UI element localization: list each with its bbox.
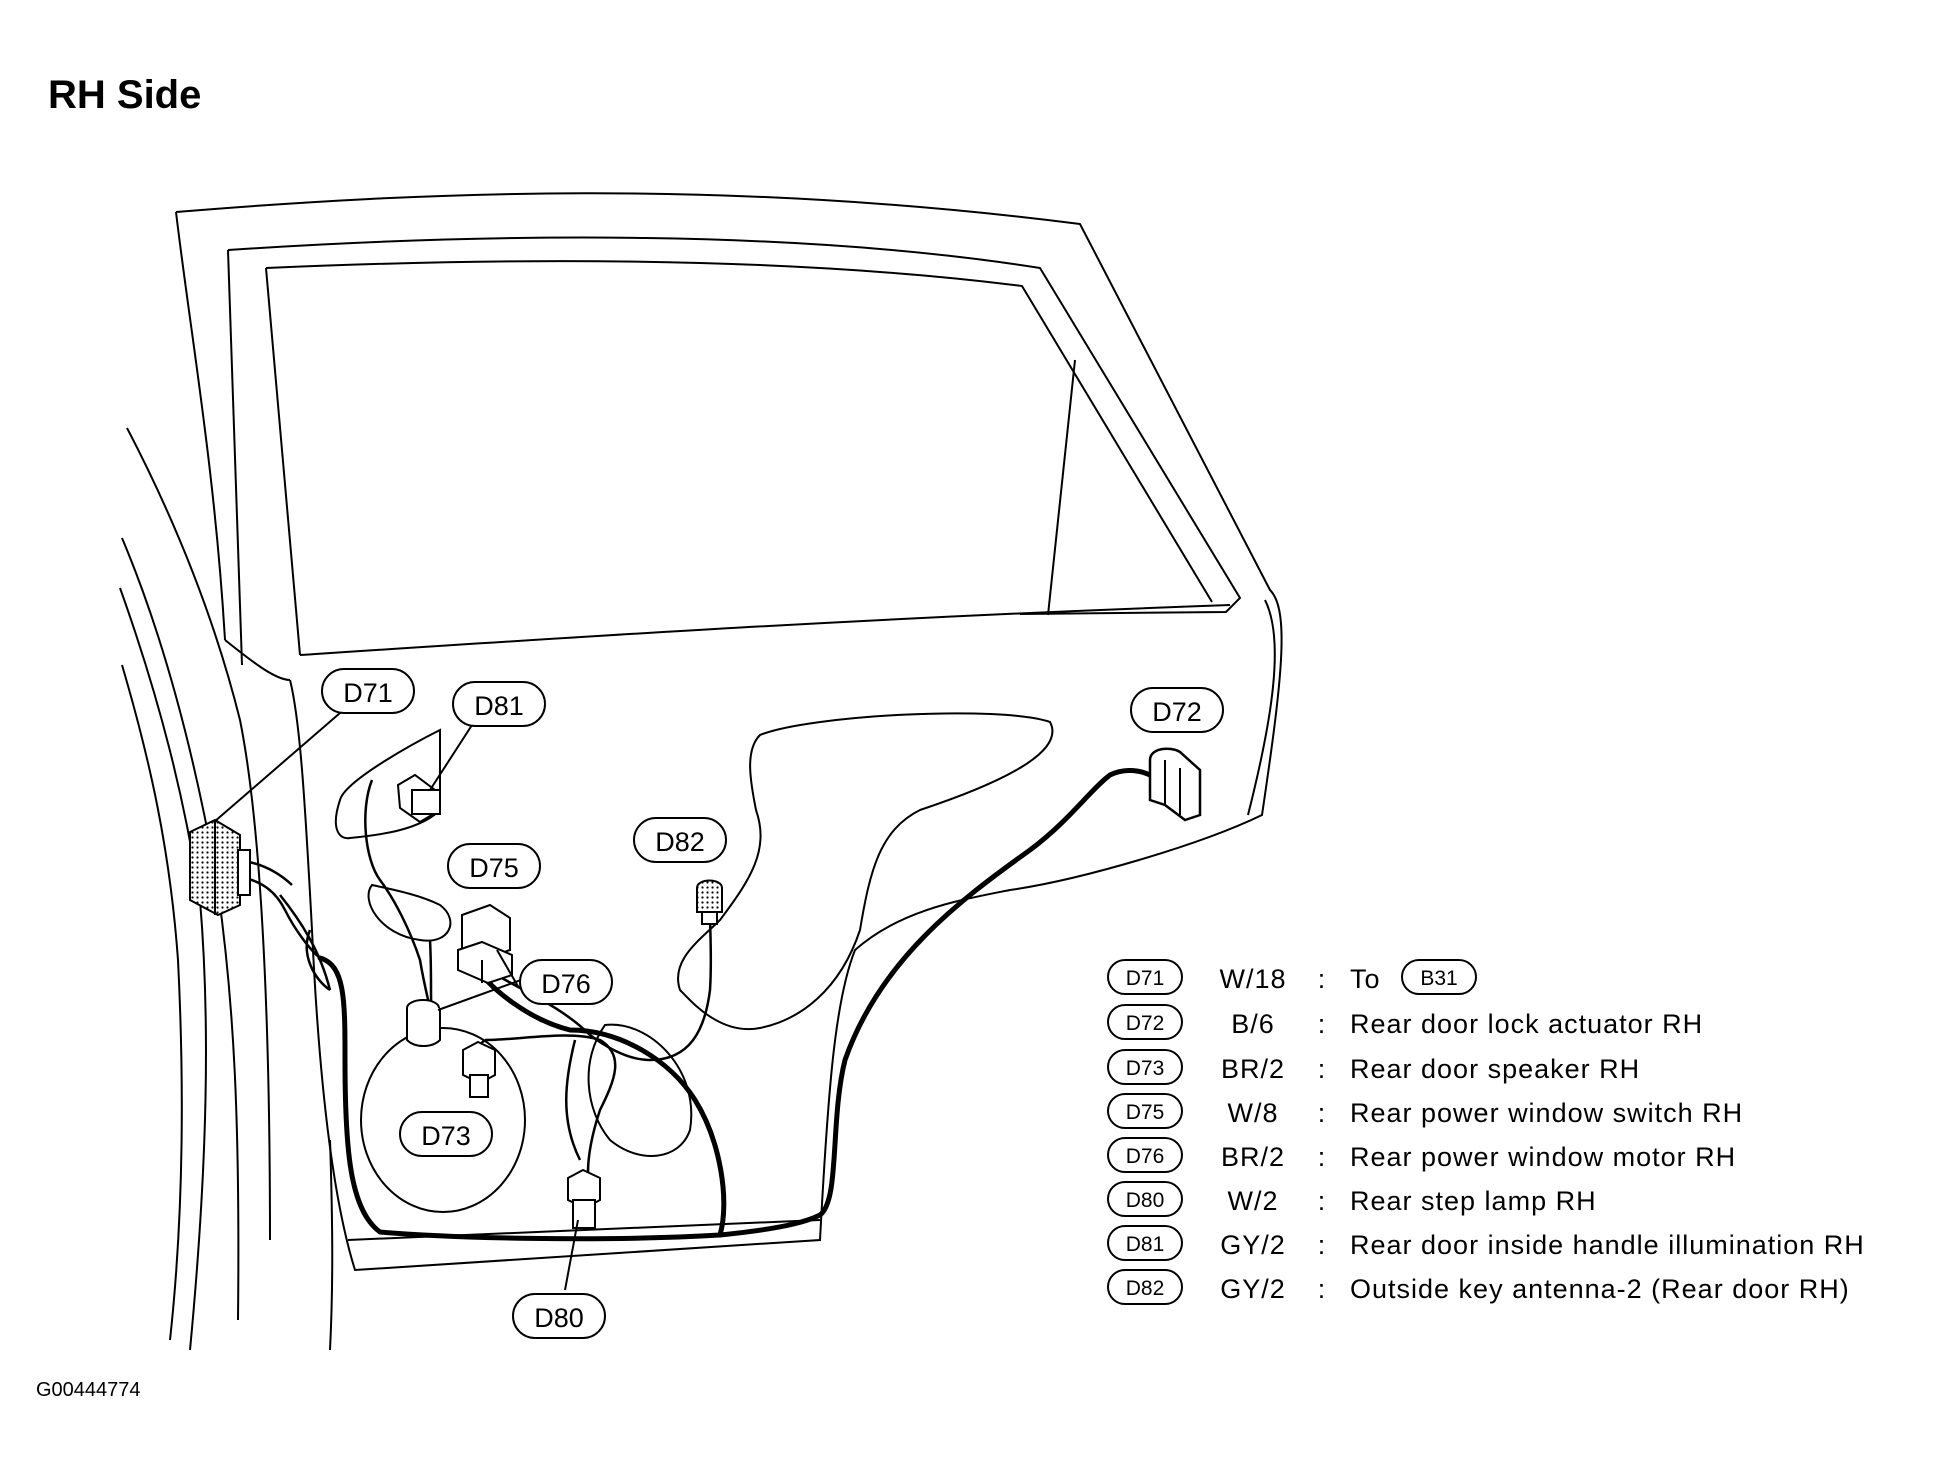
callout-d80-label: D80 xyxy=(534,1303,584,1333)
legend-wire: W/18 xyxy=(1219,964,1286,994)
connector-d72-body xyxy=(1148,747,1202,822)
callout-d72: D72 xyxy=(1130,687,1224,733)
callout-d75-label: D75 xyxy=(469,853,519,883)
connector-d71-body xyxy=(189,818,251,917)
legend-row: D75 W/8 : Rear power window switch RH xyxy=(1107,1093,1743,1129)
legend-separator: : xyxy=(1318,1054,1327,1084)
connector-d82-body xyxy=(696,879,723,925)
legend-row: D73 BR/2 : Rear door speaker RH xyxy=(1107,1049,1640,1085)
connector-d75-body xyxy=(457,903,513,985)
legend-wire: W/8 xyxy=(1227,1098,1278,1128)
legend-description: Rear door inside handle illumination RH xyxy=(1350,1230,1865,1260)
legend-wire: B/6 xyxy=(1231,1009,1275,1039)
legend-description: Rear power window motor RH xyxy=(1350,1142,1736,1172)
legend-description: Outside key antenna-2 (Rear door RH) xyxy=(1350,1274,1850,1304)
legend-row: D81 GY/2 : Rear door inside handle illum… xyxy=(1107,1225,1865,1261)
legend-separator: : xyxy=(1318,1230,1327,1260)
legend-wire: W/2 xyxy=(1227,1186,1278,1216)
connector-legend: D71 W/18 : To B31 D72 B/6 : Rear door lo… xyxy=(1107,959,1865,1305)
legend-separator: : xyxy=(1318,964,1327,994)
callout-d81: D81 xyxy=(452,681,546,727)
figure-id: G00444774 xyxy=(36,1379,141,1401)
callout-d82: D82 xyxy=(633,817,727,863)
legend-connector: D76 xyxy=(1126,1145,1165,1168)
legend-row: D76 BR/2 : Rear power window motor RH xyxy=(1107,1137,1736,1173)
legend-connector: D82 xyxy=(1126,1277,1165,1300)
callout-d76-label: D76 xyxy=(541,969,591,999)
inner-panel-cutouts xyxy=(334,712,1054,1213)
callout-d82-label: D82 xyxy=(655,827,705,857)
legend-reference: B31 xyxy=(1420,967,1457,990)
legend-separator: : xyxy=(1318,1098,1327,1128)
callout-d72-label: D72 xyxy=(1152,697,1202,727)
callout-d75: D75 xyxy=(447,843,541,889)
legend-description: Rear door speaker RH xyxy=(1350,1054,1640,1084)
legend-description: Rear door lock actuator RH xyxy=(1350,1009,1703,1039)
legend-wire: BR/2 xyxy=(1221,1142,1285,1172)
legend-separator: : xyxy=(1318,1186,1327,1216)
legend-connector: D75 xyxy=(1126,1101,1165,1124)
legend-connector: D81 xyxy=(1126,1233,1165,1256)
legend-wire: GY/2 xyxy=(1220,1230,1286,1260)
legend-wire: BR/2 xyxy=(1221,1054,1285,1084)
callout-d73: D73 xyxy=(399,1111,493,1157)
legend-row: D82 GY/2 : Outside key antenna-2 (Rear d… xyxy=(1107,1269,1850,1305)
legend-connector: D72 xyxy=(1126,1012,1165,1035)
legend-connector: D80 xyxy=(1126,1189,1165,1212)
body-pillar-outline xyxy=(119,427,334,1351)
legend-row: D80 W/2 : Rear step lamp RH xyxy=(1107,1181,1597,1217)
legend-row: D71 W/18 : To B31 xyxy=(1107,959,1477,995)
callout-d76: D76 xyxy=(519,959,613,1005)
callout-d80: D80 xyxy=(512,1293,606,1339)
callout-d71-label: D71 xyxy=(343,678,393,708)
leader-lines xyxy=(213,712,579,1291)
callout-d71: D71 xyxy=(321,668,415,714)
legend-separator: : xyxy=(1318,1274,1327,1304)
legend-separator: : xyxy=(1318,1142,1327,1172)
connector-d81-body xyxy=(396,773,442,824)
connector-d76-body xyxy=(406,999,441,1047)
legend-description: To xyxy=(1350,964,1381,994)
legend-connector: D71 xyxy=(1126,967,1165,990)
connector-d80-body xyxy=(567,1168,601,1229)
legend-wire: GY/2 xyxy=(1220,1274,1286,1304)
connector-d73-body xyxy=(462,1040,496,1098)
rear-door-outline xyxy=(175,192,1283,1272)
legend-description: Rear step lamp RH xyxy=(1350,1186,1597,1216)
legend-description: Rear power window switch RH xyxy=(1350,1098,1743,1128)
legend-row: D72 B/6 : Rear door lock actuator RH xyxy=(1107,1004,1703,1040)
legend-connector: D73 xyxy=(1126,1057,1165,1080)
callout-d81-label: D81 xyxy=(474,691,524,721)
page-title: RH Side xyxy=(48,73,201,117)
callout-d73-label: D73 xyxy=(421,1121,471,1151)
legend-separator: : xyxy=(1318,1009,1327,1039)
